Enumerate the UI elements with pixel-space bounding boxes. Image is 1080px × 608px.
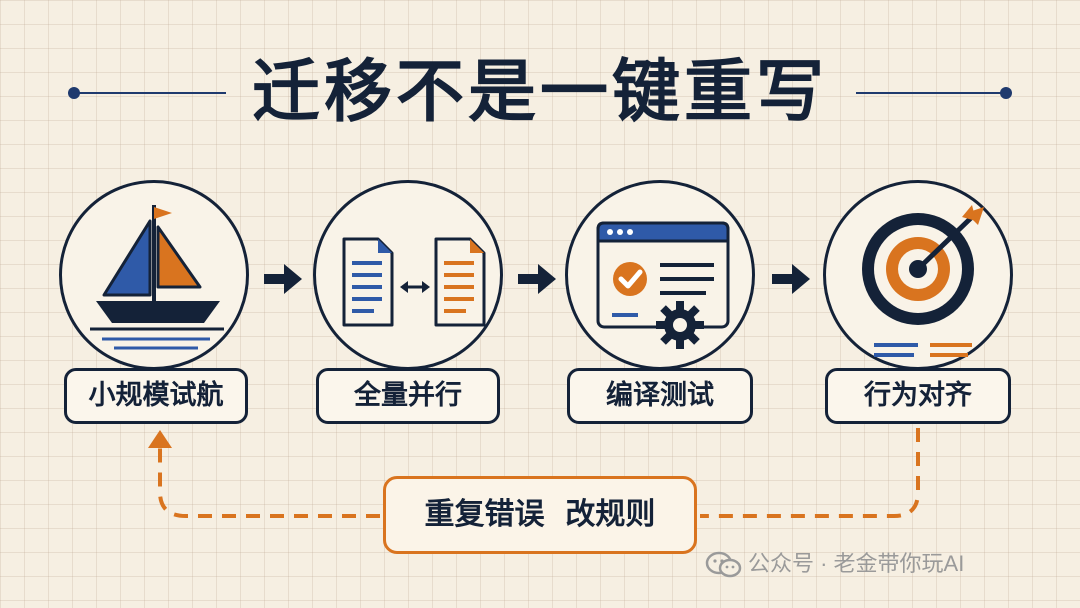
step-4-circle	[823, 180, 1013, 370]
parallel-documents-icon	[342, 237, 486, 327]
step-2-circle	[313, 180, 503, 370]
step-3-circle	[565, 180, 755, 370]
page-title: 迁移不是一键重写	[251, 53, 828, 132]
title-left-dot	[68, 87, 80, 99]
step-4-label: 行为对齐	[825, 368, 1011, 424]
arrow-up-icon	[148, 430, 172, 448]
sailboat-icon	[90, 205, 224, 350]
step-2-label: 全量并行	[316, 368, 500, 424]
title-right-dot	[1000, 87, 1012, 99]
gear-icon	[656, 301, 704, 349]
wechat-icon	[705, 551, 742, 578]
title-right-rule	[856, 92, 1006, 94]
step-1-label: 小规模试航	[64, 368, 248, 424]
step-1-circle	[59, 180, 249, 370]
watermark-text: 公众号 · 老金带你玩AI	[748, 551, 965, 576]
compile-test-window-icon	[596, 221, 730, 349]
feedback-rule-box: 重复错误 改规则	[383, 476, 697, 554]
step-3-label: 编译测试	[567, 368, 753, 424]
arrow-right-icon	[518, 264, 556, 294]
title-left-rule	[76, 92, 226, 94]
arrow-right-icon	[772, 264, 810, 294]
arrow-right-icon	[264, 264, 302, 294]
target-arrow-icon	[862, 205, 984, 357]
